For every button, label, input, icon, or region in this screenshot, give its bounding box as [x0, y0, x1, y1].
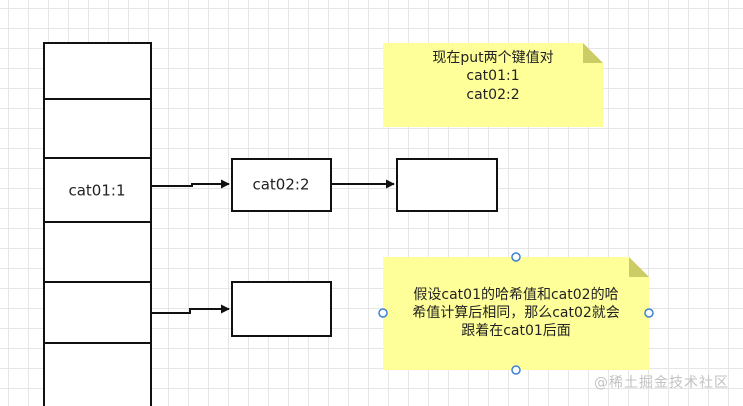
node-cat02-label: cat02:2	[252, 176, 309, 194]
note-bottom-body[interactable]	[383, 257, 649, 370]
resize-handle-left[interactable]	[378, 308, 388, 318]
arrows	[151, 179, 395, 314]
note-bottom-line: 假设cat01的哈希值和cat02的哈	[413, 287, 618, 303]
hash-table-slot	[43, 98, 152, 159]
note-top-line: cat01:1	[466, 68, 519, 84]
hash-table: cat01:1	[43, 42, 152, 406]
node-cat02	[231, 158, 332, 212]
arrow-slot-to-cat02	[151, 179, 230, 189]
note-top: 现在put两个键值对 cat01:1 cat02:2	[383, 43, 603, 127]
note-top-fold	[583, 43, 603, 63]
hash-table-slot	[43, 157, 152, 223]
note-bottom[interactable]: 假设cat01的哈希值和cat02的哈 希值计算后相同，那么cat02就会 跟着…	[378, 252, 654, 375]
arrow-slot-to-empty-node	[151, 304, 230, 314]
node-next	[396, 158, 498, 212]
watermark: @稀土掘金技术社区	[594, 375, 729, 391]
slot-label-cat01: cat01:1	[68, 182, 125, 200]
hash-table-slot	[43, 342, 152, 406]
hash-table-slot	[43, 221, 152, 283]
resize-handle-right[interactable]	[644, 308, 654, 318]
note-top-line: 现在put两个键值对	[432, 50, 553, 66]
hash-table-slot	[43, 281, 152, 344]
linked-list-nodes: cat02:2	[231, 158, 498, 337]
resize-handle-bottom[interactable]	[511, 365, 521, 375]
note-top-line: cat02:2	[466, 87, 519, 103]
note-bottom-line: 希值计算后相同，那么cat02就会	[412, 305, 620, 321]
note-bottom-fold	[629, 257, 649, 277]
node-empty	[231, 281, 332, 337]
note-bottom-line: 跟着在cat01后面	[461, 323, 571, 339]
note-top-body	[383, 43, 603, 127]
resize-handle-top[interactable]	[511, 252, 521, 262]
hash-table-slot	[43, 42, 152, 100]
